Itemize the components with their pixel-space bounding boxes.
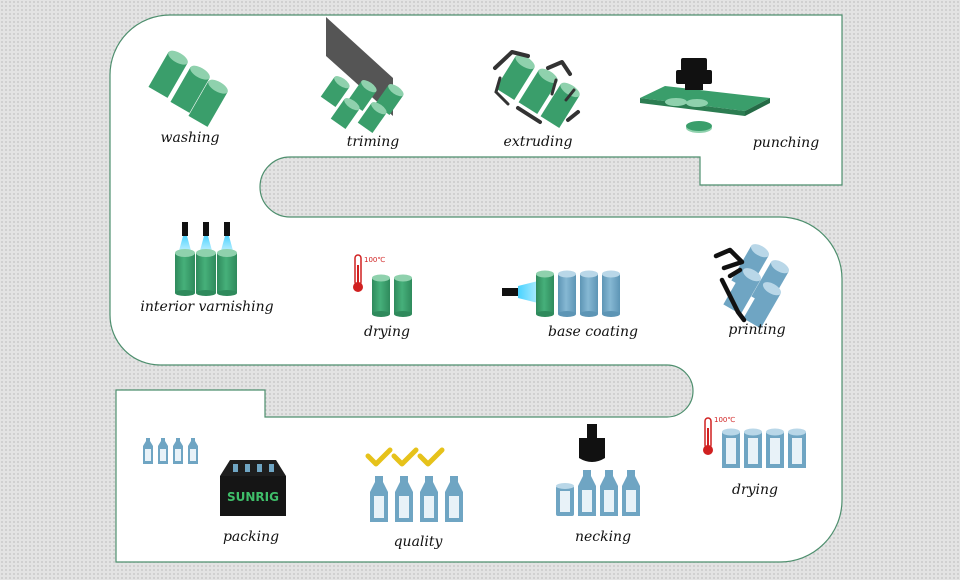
drying-cans-icon: [372, 274, 412, 317]
base-coating-icon: [502, 270, 620, 317]
step-label-base-coating: base coating: [548, 324, 638, 340]
step-label-packing: packing: [222, 529, 280, 545]
step-label-interior-varnishing: interior varnishing: [140, 299, 274, 315]
small-cans-icon: [143, 438, 198, 464]
step-label-triming: triming: [346, 134, 400, 150]
packing-box-icon: SUNRIG: [220, 460, 286, 516]
punching-icon: [640, 58, 770, 133]
step-label-washing: washing: [160, 130, 220, 146]
process-path: [109, 14, 843, 563]
step-label-printing: printing: [728, 322, 786, 338]
quality-cans-icon: [370, 476, 463, 522]
box-brand-text: SUNRIG: [227, 490, 279, 504]
temperature-label-1: 100℃: [364, 256, 385, 264]
checkmark-icons: [365, 447, 445, 467]
temperature-label-2: 100℃: [714, 416, 735, 424]
drying-blue-cans-icon: [722, 428, 806, 468]
step-label-quality: quality: [393, 534, 443, 550]
step-label-extruding: extruding: [503, 134, 573, 150]
step-label-punching: punching: [752, 135, 820, 151]
washing-icon: [148, 50, 228, 127]
thermometer-icon: [353, 254, 363, 292]
thermometer-icon-2: [703, 417, 713, 455]
necking-cans-icon: [556, 470, 640, 516]
interior-varnishing-icon: [175, 222, 237, 296]
step-label-drying-1: drying: [363, 324, 411, 340]
extruding-icon: [493, 50, 580, 128]
necking-die-icon: [579, 424, 605, 462]
trimming-cans-icon: [320, 76, 404, 133]
step-label-necking: necking: [574, 529, 632, 545]
step-label-drying-2: drying: [731, 482, 779, 498]
printing-icon: [713, 244, 790, 329]
